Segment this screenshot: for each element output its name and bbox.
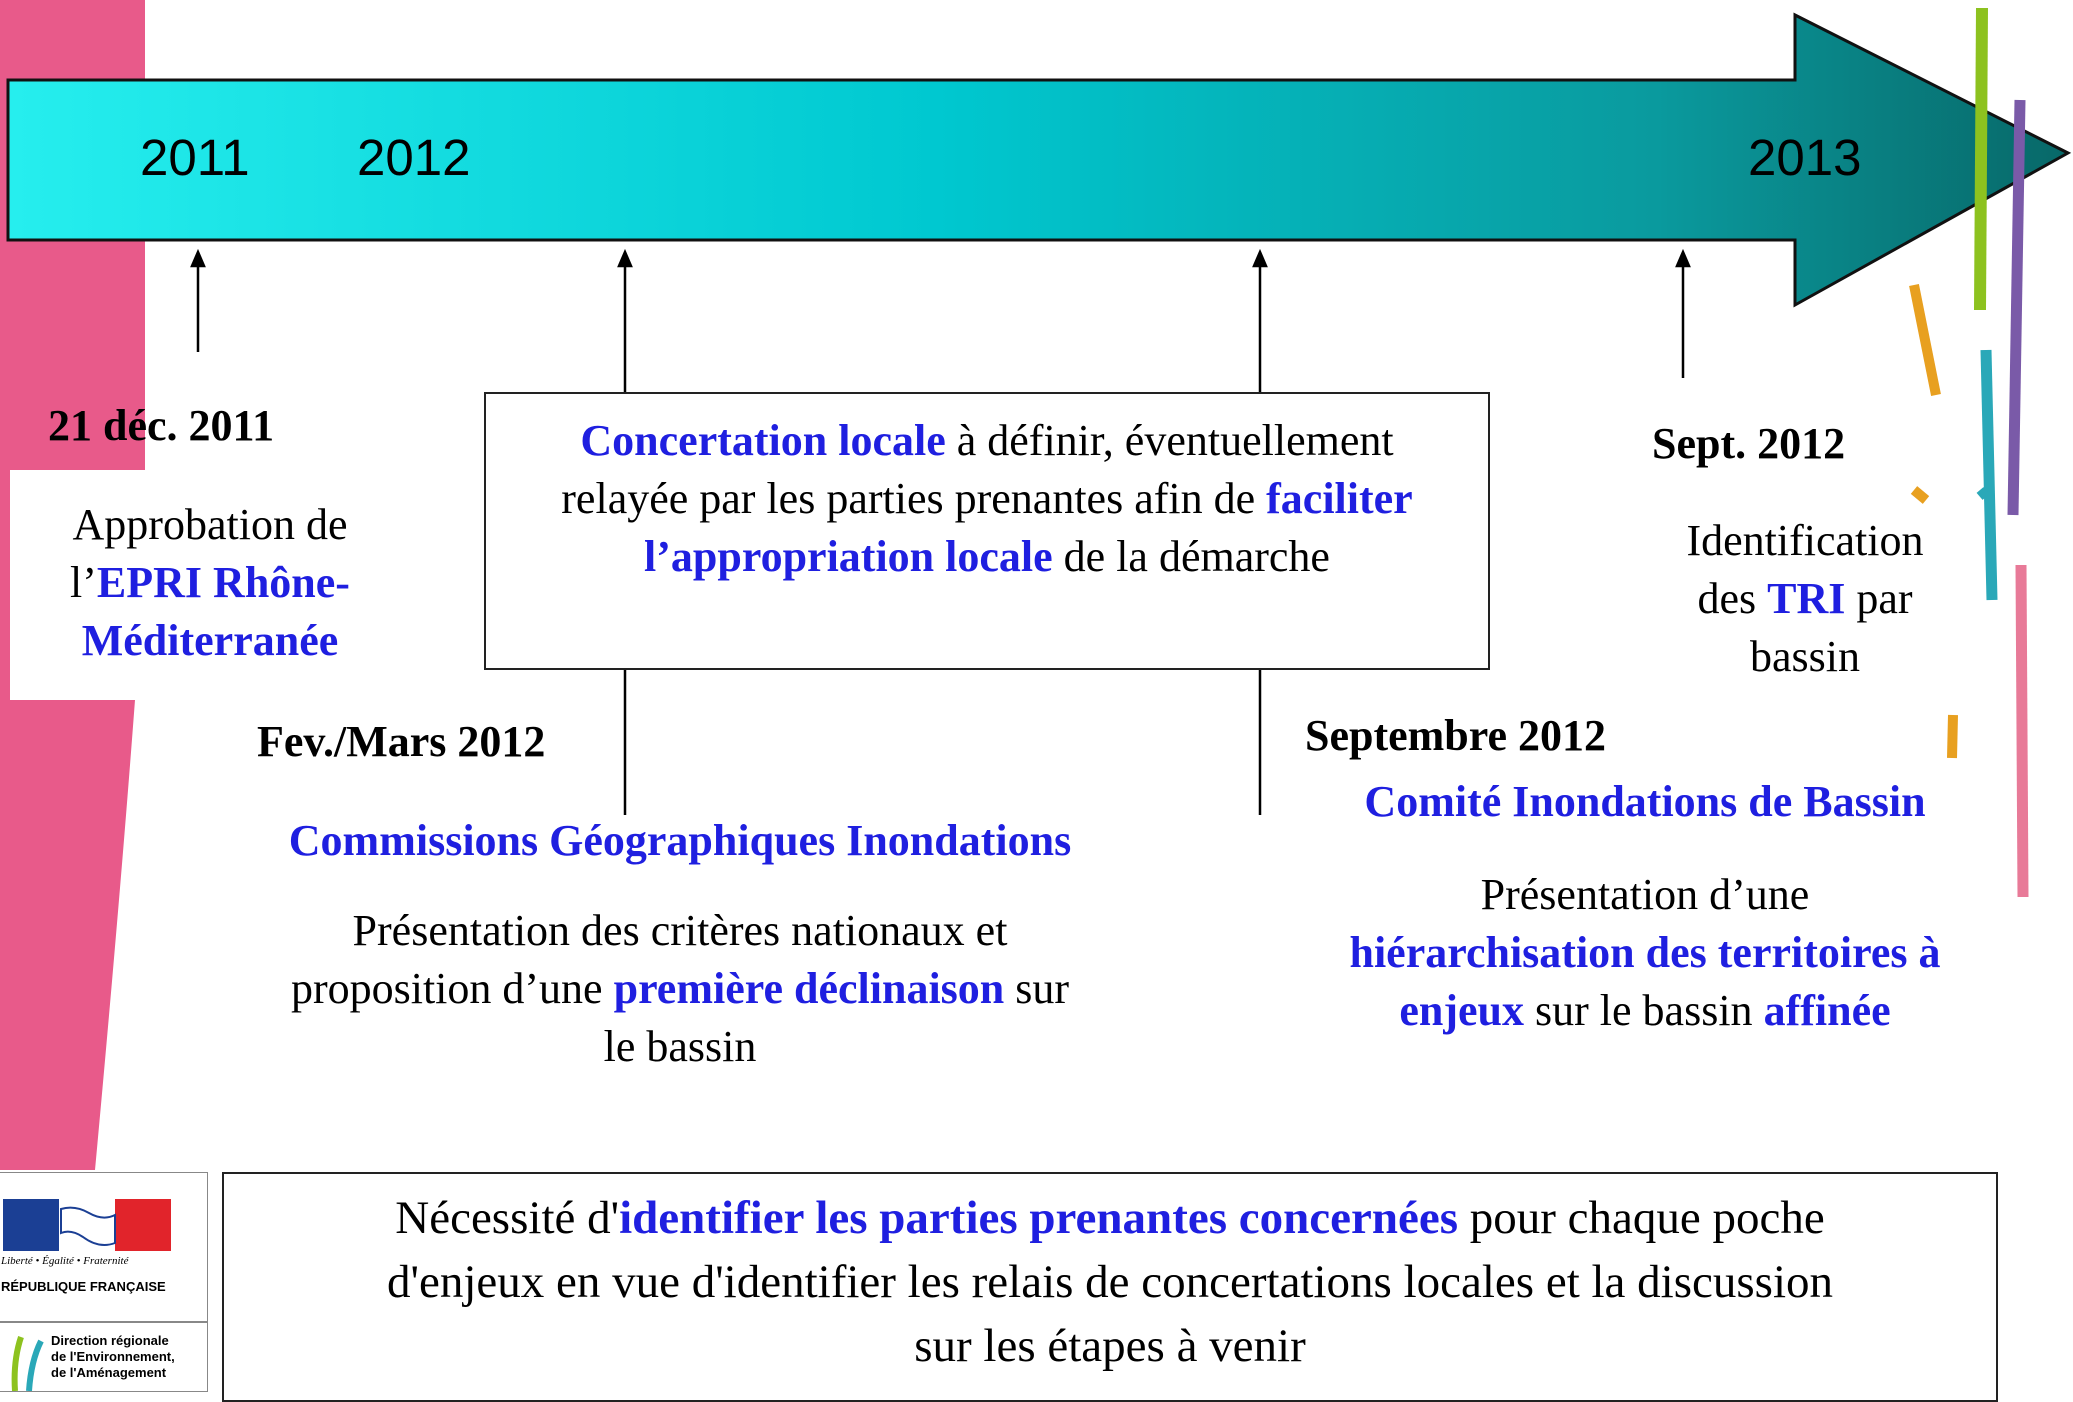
dreal-line-3: de l'Aménagement bbox=[51, 1365, 167, 1380]
commissions-line-3: le bassin bbox=[603, 1022, 757, 1071]
concertation-em-1: Concertation locale bbox=[580, 416, 946, 465]
concertation-text-2: relayée par les parties prenantes afin d… bbox=[561, 474, 1267, 523]
footer-line-2: d'enjeux en vue d'identifier les relais … bbox=[386, 1256, 1834, 1308]
comite-title: Comité Inondations de Bassin bbox=[1364, 777, 1926, 826]
footer-text: Nécessité d'identifier les parties prena… bbox=[224, 1186, 1996, 1378]
comite-em-1: enjeux bbox=[1399, 986, 1525, 1035]
dreal-logo: Direction régionale de l'Environnement, … bbox=[0, 1322, 208, 1392]
commissions-prefix: proposition d’une bbox=[290, 964, 614, 1013]
tri-line-1: Identification bbox=[1686, 516, 1924, 565]
footer-prefix: Nécessité d' bbox=[395, 1192, 620, 1244]
concertation-text-3: de la démarche bbox=[1052, 532, 1330, 581]
footer-line-1: Nécessité d'identifier les parties prena… bbox=[224, 1186, 1996, 1250]
decorative-strokes-right bbox=[1909, 7, 2029, 898]
commissions-description: Présentation des critères nationaux et p… bbox=[220, 902, 1140, 1076]
concertation-text-1: à définir, éventuellement bbox=[945, 416, 1394, 465]
comite-date: Septembre 2012 bbox=[1305, 711, 1607, 760]
tri-date: Sept. 2012 bbox=[1652, 419, 1846, 468]
comite-mid: sur le bassin bbox=[1524, 986, 1764, 1035]
footer-em: identifier les parties prenantes concern… bbox=[619, 1192, 1458, 1244]
timeline-arrow bbox=[6, 12, 2072, 308]
commissions-title: Commissions Géographiques Inondations bbox=[288, 816, 1072, 865]
commissions-date: Fev./Mars 2012 bbox=[257, 717, 546, 766]
tri-suffix: par bbox=[1845, 574, 1913, 623]
year-2012-label: 2012 bbox=[357, 129, 471, 186]
concertation-em-2: faciliter bbox=[1266, 474, 1413, 523]
concertation-box: Concertation locale à définir, éventuell… bbox=[484, 392, 1490, 670]
comite-line-3: enjeux sur le bassin affinée bbox=[1300, 982, 1990, 1040]
comite-line-1: Présentation d’une bbox=[1480, 870, 1810, 919]
tri-line-3: bassin bbox=[1750, 632, 1860, 681]
concertation-text: Concertation locale à définir, éventuell… bbox=[486, 412, 1488, 586]
year-2013-label: 2013 bbox=[1748, 129, 1862, 186]
tri-line-2: des TRI par bbox=[1640, 570, 1970, 628]
marianne-icon bbox=[3, 1199, 171, 1251]
concertation-em-3: l’appropriation locale bbox=[644, 532, 1053, 581]
commissions-line-1: Présentation des critères nationaux et bbox=[352, 906, 1008, 955]
year-2011-label: 2011 bbox=[140, 129, 250, 186]
epri-line-1: Approbation de bbox=[72, 500, 348, 549]
dreal-line-1: Direction régionale bbox=[51, 1333, 169, 1348]
footer-text-1: pour chaque poche bbox=[1457, 1192, 1825, 1244]
event-pointers bbox=[190, 248, 1691, 815]
epri-name: EPRI Rhône- bbox=[96, 558, 350, 607]
footer-box: Nécessité d'identifier les parties prena… bbox=[222, 1172, 1998, 1402]
commissions-line-2: proposition d’une première déclinaison s… bbox=[220, 960, 1140, 1018]
logo-motto: Liberté • Égalité • Fraternité bbox=[1, 1255, 129, 1267]
comite-line-2: hiérarchisation des territoires à bbox=[1349, 928, 1941, 977]
republique-logo: Liberté • Égalité • Fraternité RÉPUBLIQU… bbox=[0, 1172, 208, 1322]
comite-em-2: affinée bbox=[1763, 986, 1891, 1035]
comite-description: Présentation d’une hiérarchisation des t… bbox=[1300, 866, 1990, 1040]
epri-description: Approbation de l’EPRI Rhône- Méditerrané… bbox=[20, 496, 400, 670]
dreal-line-2: de l'Environnement, bbox=[51, 1349, 175, 1364]
footer-line-3: sur les étapes à venir bbox=[914, 1320, 1306, 1372]
epri-prefix: l’ bbox=[70, 558, 97, 607]
commissions-suffix: sur bbox=[1004, 964, 1070, 1013]
concertation-line-2: relayée par les parties prenantes afin d… bbox=[486, 470, 1488, 528]
epri-date: 21 déc. 2011 bbox=[48, 401, 275, 450]
tri-description: Identification des TRI par bassin bbox=[1640, 512, 1970, 686]
epri-line-2: l’EPRI Rhône- bbox=[20, 554, 400, 612]
concertation-line-1: Concertation locale à définir, éventuell… bbox=[486, 412, 1488, 470]
logo-republic: RÉPUBLIQUE FRANÇAISE bbox=[1, 1279, 166, 1294]
pink-decoration-left bbox=[0, 0, 145, 1170]
tri-em: TRI bbox=[1767, 574, 1846, 623]
dreal-text: Direction régionale de l'Environnement, … bbox=[51, 1333, 175, 1381]
commissions-em: première déclinaison bbox=[613, 964, 1005, 1013]
epri-line-3: Méditerranée bbox=[81, 616, 339, 665]
dreal-mark-icon bbox=[11, 1336, 44, 1391]
tri-prefix: des bbox=[1697, 574, 1768, 623]
concertation-line-3: l’appropriation locale de la démarche bbox=[486, 528, 1488, 586]
